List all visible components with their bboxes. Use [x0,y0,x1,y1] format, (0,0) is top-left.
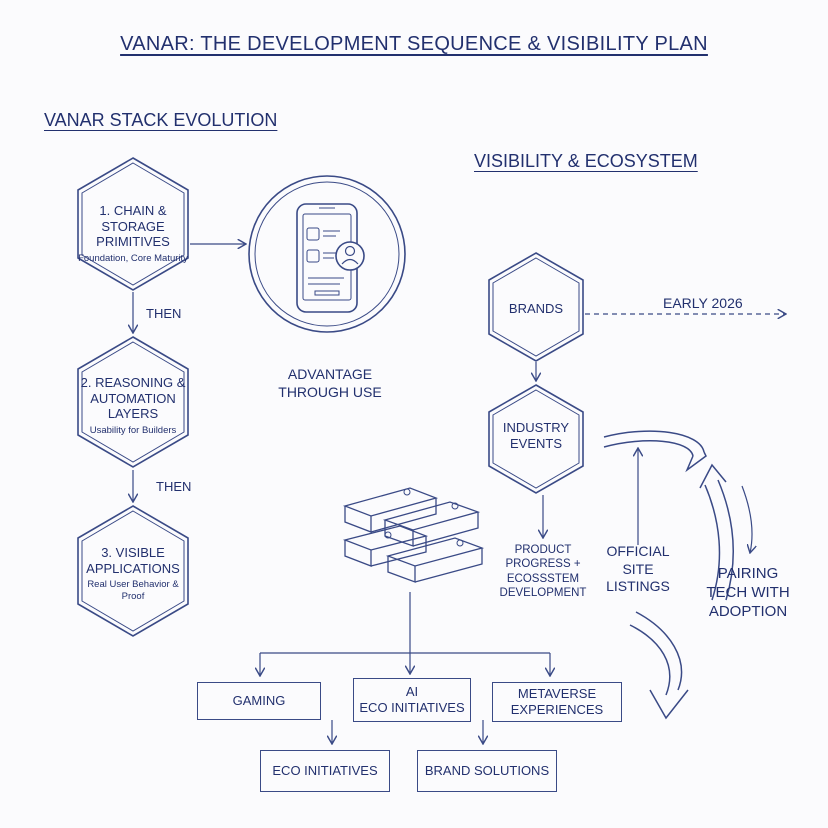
hexagon-step-2 [77,336,189,468]
step-3-sub: Real User Behavior & Proof [87,579,179,602]
step-1-sub: Foundation, Core Maturity [78,252,188,264]
step-2-sub: Usability for Builders [89,424,177,436]
phone-app-icon [248,175,406,333]
product-progress-label: PRODUCT PROGRESS + ECOSSSTEM DEVELOPMENT [499,544,587,600]
phone-caption: ADVANTAGE THROUGH USE [278,366,382,400]
box-metaverse: METAVERSE EXPERIENCES [492,682,622,722]
pairing-label: PAIRING TECH WITH ADOPTION [706,565,790,620]
timeline-label: EARLY 2026 [663,295,743,311]
hexagon-step-3 [77,505,189,637]
left-section-heading: VANAR STACK EVOLUTION [44,110,278,130]
box-gaming: GAMING [197,682,321,720]
right-section-heading: VISIBILITY & ECOSYSTEM [474,151,698,171]
then-connector-1: THEN [146,306,182,321]
brands-label: BRANDS [508,301,564,316]
step-3: 3. VISIBLE APPLICATIONS Real User Behavi… [78,545,188,602]
step-3-label: 3. VISIBLE APPLICATIONS [86,545,180,576]
step-2-label: 2. REASONING & AUTOMATION LAYERS [80,375,186,422]
user-avatar-icon [335,241,365,271]
step-2: 2. REASONING & AUTOMATION LAYERS Usabili… [78,375,188,436]
hexagon-brands [488,252,584,362]
blocks-stack-icon [342,487,485,583]
page-title: VANAR: THE DEVELOPMENT SEQUENCE & VISIBI… [120,33,708,55]
industry-events-label: INDUSTRY EVENTS [502,420,570,452]
hexagon-industry-events [488,384,584,494]
box-eco-initiatives: ECO INITIATIVES [260,750,390,792]
then-connector-2: THEN [156,479,192,494]
curved-cycle-arrows-icon [603,430,752,720]
hexagon-step-1 [77,157,189,291]
step-1-label: 1. CHAIN & STORAGE PRIMITIVES [96,203,170,250]
box-ai-eco: AI ECO INITIATIVES [353,678,471,722]
official-site-listings-label: OFFICIAL SITE LISTINGS [606,543,670,594]
box-brand-solutions: BRAND SOLUTIONS [417,750,557,792]
step-1: 1. CHAIN & STORAGE PRIMITIVES Foundation… [78,203,188,264]
